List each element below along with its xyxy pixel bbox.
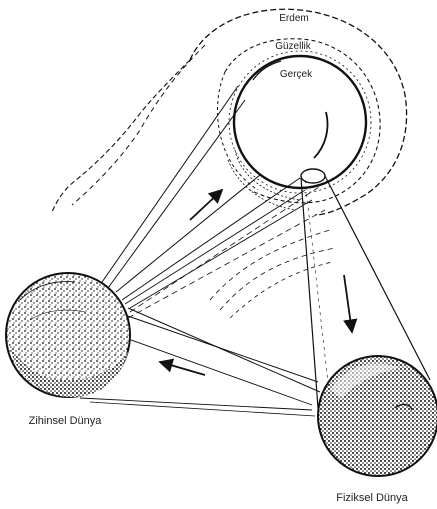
virtue-label: Erdem: [279, 13, 308, 24]
physical-world-sphere: [318, 356, 437, 476]
beauty-label: Güzellik: [275, 41, 312, 52]
arrow-up-right: [190, 190, 222, 220]
arrow-down: [344, 275, 352, 332]
mental-world-sphere: [6, 273, 130, 397]
mental-world-label: Zihinsel Dünya: [29, 415, 103, 427]
field-lines: [210, 230, 335, 318]
physical-world-label: Fiziksel Dünya: [336, 492, 408, 504]
truth-label: Gerçek: [280, 69, 313, 80]
